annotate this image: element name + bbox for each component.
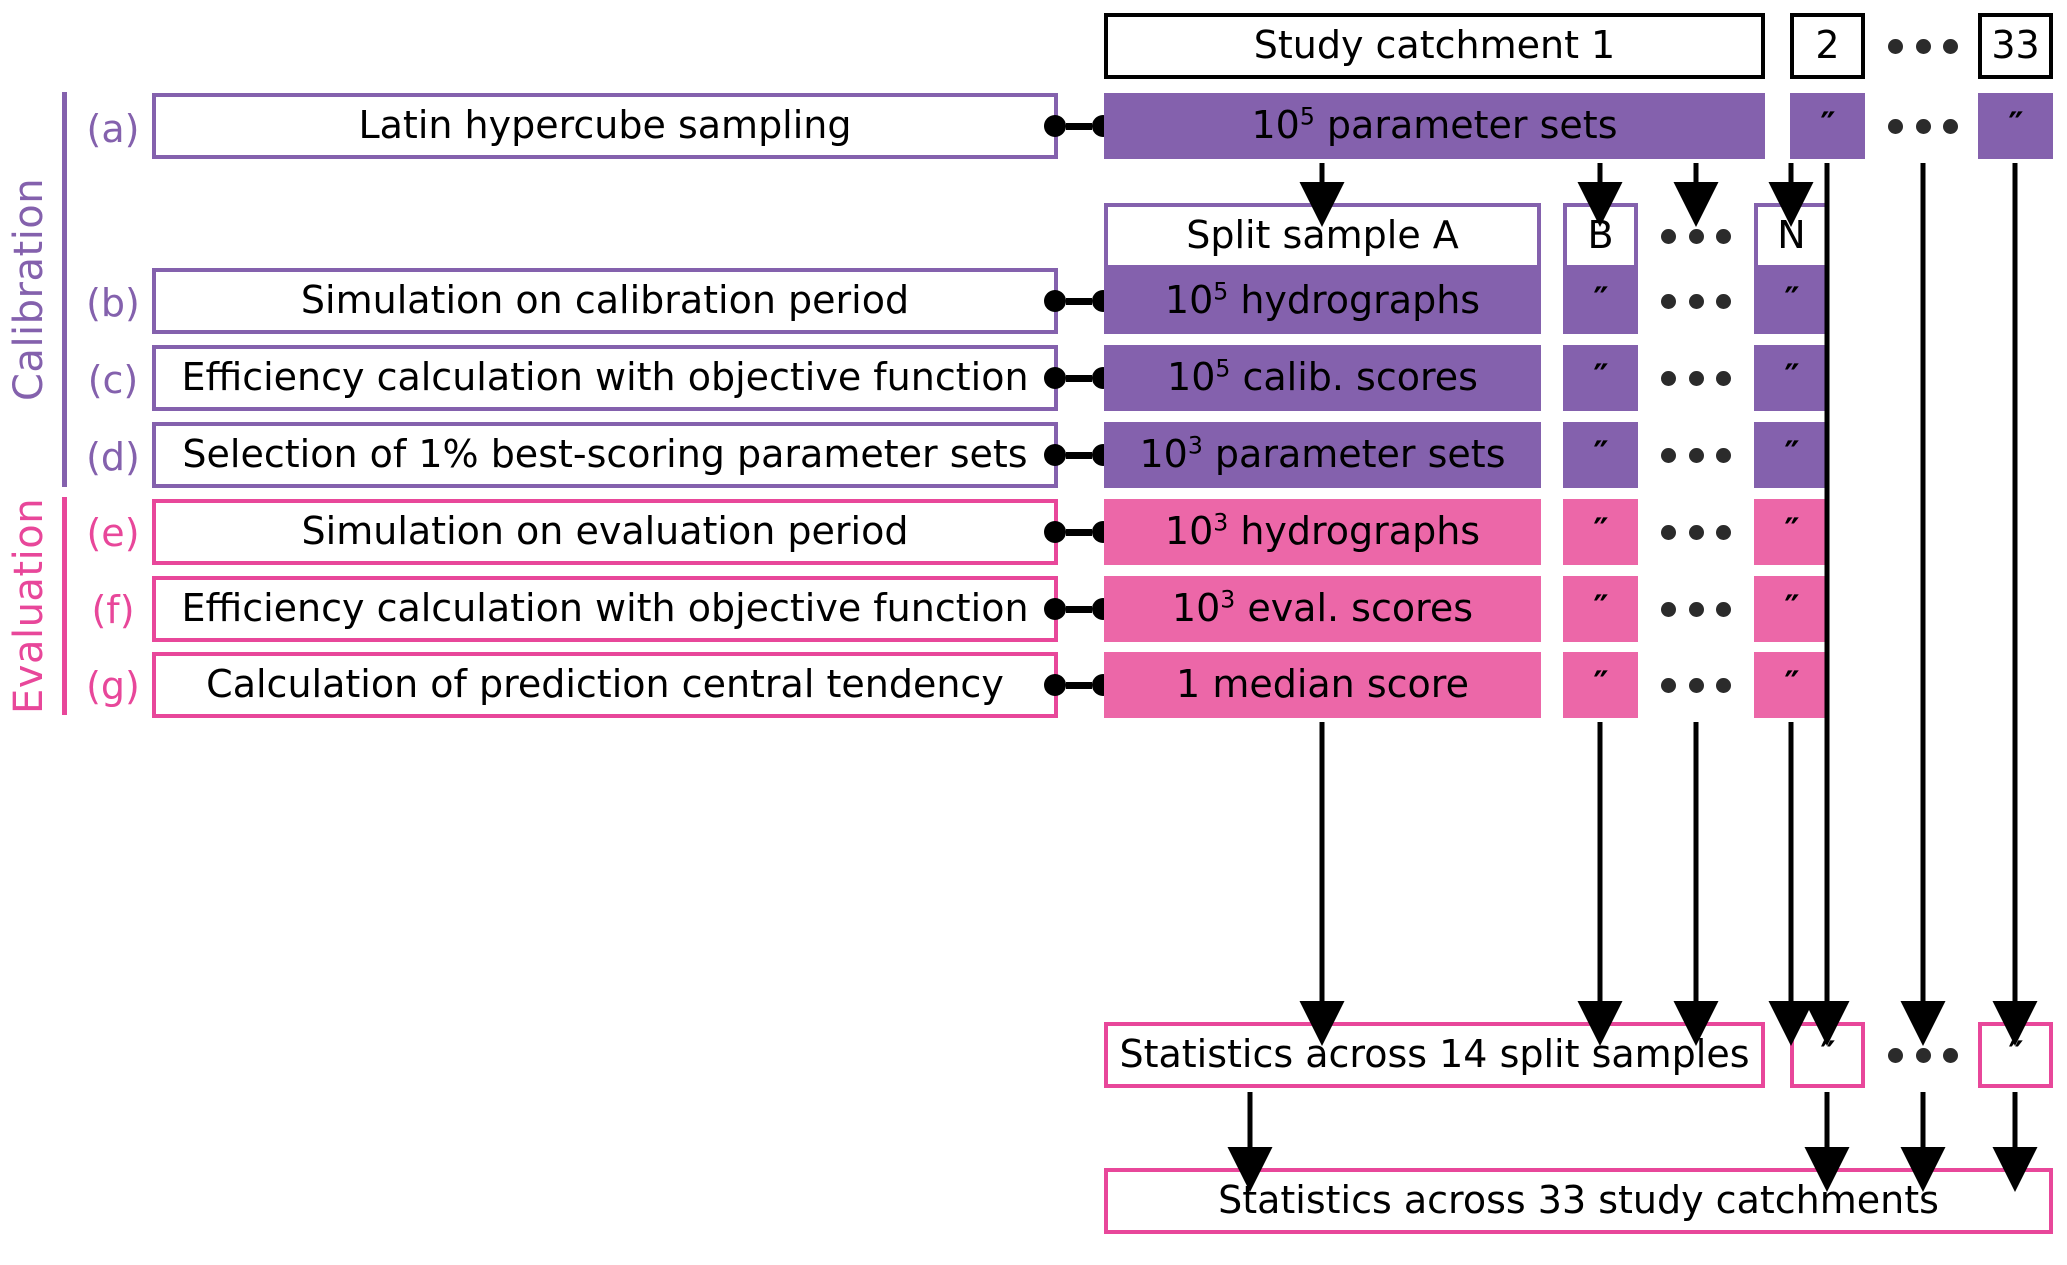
- stats-across-catchments[interactable]: Statistics across 33 study catchments: [1104, 1168, 2053, 1234]
- step-box-efficiency-calc-evaluation[interactable]: Efficiency calculation with objective fu…: [152, 576, 1058, 642]
- connector-bar: [1066, 374, 1092, 382]
- calibration-group-rule: [62, 92, 67, 487]
- catchment-header-ellipsis: [1888, 38, 1958, 54]
- row-tag-b: (b): [86, 280, 140, 325]
- output-box-e-sample-N[interactable]: ″: [1754, 499, 1829, 565]
- output-label-b: 105 hydrographs: [1164, 277, 1481, 323]
- connector-bar: [1066, 605, 1092, 613]
- output-box-g-sample-B[interactable]: ″: [1563, 652, 1638, 718]
- connector-dot-left: [1044, 444, 1066, 466]
- row-e-ellipsis: [1661, 524, 1731, 540]
- step-box-efficiency-calc-calibration[interactable]: Efficiency calculation with objective fu…: [152, 345, 1058, 411]
- output-box-f-sample-B[interactable]: ″: [1563, 576, 1638, 642]
- calibration-group-label: Calibration: [6, 177, 52, 402]
- stats-split-samples-catchment-2[interactable]: ″: [1790, 1022, 1865, 1088]
- catchment-header-2[interactable]: 2: [1790, 13, 1865, 79]
- output-box-d-sample-A[interactable]: 103 parameter sets: [1104, 422, 1541, 488]
- catchment-header-33[interactable]: 33: [1978, 13, 2053, 79]
- connector-dot-left: [1044, 521, 1066, 543]
- step-box-latin-hypercube-sampling[interactable]: Latin hypercube sampling: [152, 93, 1058, 159]
- output-box-a-catchment-33[interactable]: ″: [1978, 93, 2053, 159]
- step-box-selection-best-scoring[interactable]: Selection of 1% best-scoring parameter s…: [152, 422, 1058, 488]
- output-box-b-sample-A[interactable]: 105 hydrographs: [1104, 268, 1541, 334]
- output-box-d-sample-B[interactable]: ″: [1563, 422, 1638, 488]
- connector-bar: [1066, 528, 1092, 536]
- stats-split-samples-ellipsis: [1888, 1047, 1958, 1063]
- output-label-e: 103 hydrographs: [1164, 508, 1481, 554]
- row-tag-f: (f): [91, 587, 135, 632]
- output-label-g: 1 median score: [1176, 662, 1469, 707]
- row-g-ellipsis: [1661, 677, 1731, 693]
- evaluation-group-rule: [62, 497, 67, 715]
- output-box-a-catchment-2[interactable]: ″: [1790, 93, 1865, 159]
- output-box-b-sample-B[interactable]: ″: [1563, 268, 1638, 334]
- output-box-f-sample-A[interactable]: 103 eval. scores: [1104, 576, 1541, 642]
- output-box-c-sample-B[interactable]: ″: [1563, 345, 1638, 411]
- row-tag-g: (g): [86, 663, 140, 708]
- output-label-f: 103 eval. scores: [1171, 585, 1474, 631]
- stats-split-samples-catchment-1[interactable]: Statistics across 14 split samples: [1104, 1022, 1765, 1088]
- connector-dot-left: [1044, 290, 1066, 312]
- output-label-d: 103 parameter sets: [1139, 431, 1506, 477]
- row-d-ellipsis: [1661, 447, 1731, 463]
- arrows-g-to-stats: [1299, 722, 1814, 1046]
- split-sample-B[interactable]: B: [1563, 203, 1638, 269]
- catchment-header-1[interactable]: Study catchment 1: [1104, 13, 1765, 79]
- split-sample-N[interactable]: N: [1754, 203, 1829, 269]
- output-box-d-sample-N[interactable]: ″: [1754, 422, 1829, 488]
- connector-dot-left: [1044, 598, 1066, 620]
- row-tag-d: (d): [86, 434, 140, 479]
- row-a-ellipsis: [1888, 118, 1958, 134]
- output-box-a-catchment-1[interactable]: 105 parameter sets: [1104, 93, 1765, 159]
- split-sample-A[interactable]: Split sample A: [1104, 203, 1541, 269]
- row-tag-c: (c): [87, 357, 139, 402]
- output-box-e-sample-A[interactable]: 103 hydrographs: [1104, 499, 1541, 565]
- output-box-b-sample-N[interactable]: ″: [1754, 268, 1829, 334]
- row-f-ellipsis: [1661, 601, 1731, 617]
- connector-dot-left: [1044, 115, 1066, 137]
- connector-bar: [1066, 681, 1092, 689]
- connector-dot-left: [1044, 674, 1066, 696]
- step-box-simulation-evaluation[interactable]: Simulation on evaluation period: [152, 499, 1058, 565]
- row-b-ellipsis: [1661, 293, 1731, 309]
- step-box-simulation-calibration[interactable]: Simulation on calibration period: [152, 268, 1058, 334]
- row-c-ellipsis: [1661, 370, 1731, 386]
- stats-split-samples-catchment-33[interactable]: ″: [1978, 1022, 2053, 1088]
- output-box-c-sample-N[interactable]: ″: [1754, 345, 1829, 411]
- connector-bar: [1066, 122, 1092, 130]
- output-box-g-sample-A[interactable]: 1 median score: [1104, 652, 1541, 718]
- split-sample-ellipsis: [1661, 228, 1731, 244]
- output-box-c-sample-A[interactable]: 105 calib. scores: [1104, 345, 1541, 411]
- output-label-c: 105 calib. scores: [1167, 354, 1478, 400]
- arrows-a-to-split-sample: [1299, 163, 1814, 227]
- output-box-g-sample-N[interactable]: ″: [1754, 652, 1829, 718]
- output-box-f-sample-N[interactable]: ″: [1754, 576, 1829, 642]
- connector-bar: [1066, 451, 1092, 459]
- connector-bar: [1066, 297, 1092, 305]
- output-box-e-sample-B[interactable]: ″: [1563, 499, 1638, 565]
- row-tag-a: (a): [86, 106, 140, 151]
- step-box-prediction-central-tendency[interactable]: Calculation of prediction central tenden…: [152, 652, 1058, 718]
- row-tag-e: (e): [86, 510, 140, 555]
- arrows-stats-to-final: [1227, 1092, 2038, 1192]
- evaluation-group-label: Evaluation: [6, 497, 52, 715]
- connector-dot-left: [1044, 367, 1066, 389]
- arrows-catchments-to-stats: [1804, 163, 2038, 1046]
- output-label-a: 105 parameter sets: [1251, 102, 1618, 148]
